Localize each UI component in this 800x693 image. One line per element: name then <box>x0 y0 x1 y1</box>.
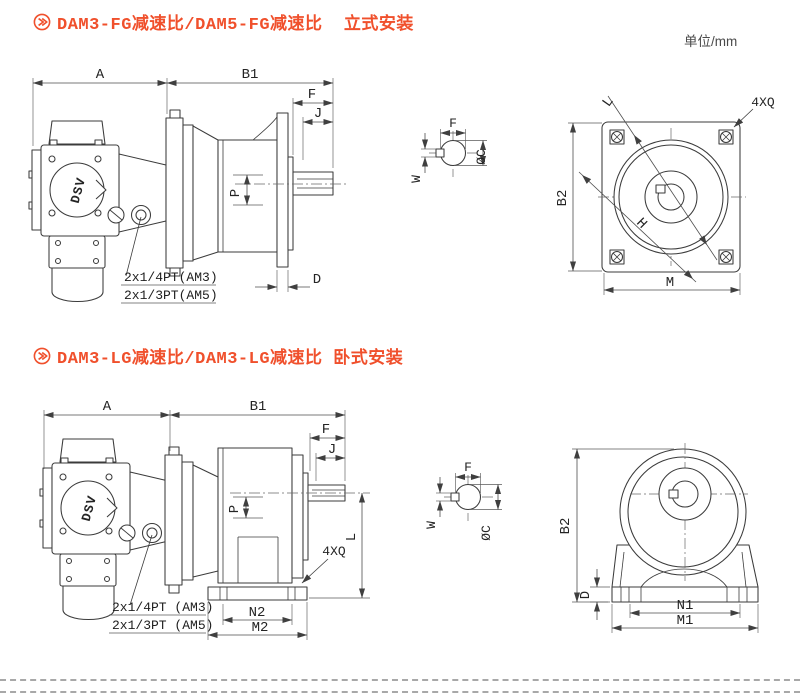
lg-dim-m2: M2 <box>252 620 269 636</box>
lg-dim-l: L <box>344 533 360 541</box>
lg-dim-b1: B1 <box>250 399 267 415</box>
lg-dim-w: W <box>424 521 439 529</box>
fg-dim-j: J <box>314 106 322 122</box>
fg-shaft-section: F ØC W <box>409 116 489 183</box>
lg-dim-f-shaft: F <box>464 460 472 475</box>
fg-port-note-1: 2x1/4PT(AM3) <box>124 270 218 285</box>
lg-port-note-2: 2x1/3PT (AM5) <box>112 618 213 633</box>
fg-flange-view: L H B2 M 4XQ <box>555 94 775 295</box>
fg-port-note-2: 2x1/3PT(AM5) <box>124 288 218 303</box>
fg-dim-f: F <box>308 87 316 103</box>
fg-side-view <box>28 109 347 303</box>
lg-dim-j: J <box>328 442 336 458</box>
fg-dim-m: M <box>666 275 674 291</box>
lg-dim-m1: M1 <box>677 613 694 629</box>
lg-dim-b2: B2 <box>558 518 574 535</box>
lg-dim-a: A <box>103 399 112 415</box>
fg-dim-a: A <box>96 67 105 83</box>
lg-dim-c: ØC <box>479 525 494 541</box>
fg-dim-b2: B2 <box>555 190 571 207</box>
lg-dim-f: F <box>322 422 330 438</box>
lg-dim-p: P <box>227 505 243 513</box>
lg-side-dimensions: A B1 F J P L 4XQ N2 M2 <box>43 399 370 640</box>
lg-dim-n2: N2 <box>249 605 266 621</box>
section1-title-row: DAM3-FG减速比/DAM5-FG减速比 立式安装 <box>33 9 414 35</box>
fg-dim-p: P <box>228 189 244 197</box>
bottom-divider-dashed <box>0 679 800 681</box>
fg-dim-c: ØC <box>474 149 489 165</box>
fg-dim-f-shaft: F <box>449 116 457 131</box>
lg-port-note-1: 2x1/4PT (AM3) <box>112 600 213 615</box>
section2-title: DAM3-LG减速比/DAM3-LG减速比 卧式安装 <box>57 350 404 369</box>
lg-shaft-section: F ØC W <box>424 460 502 541</box>
fg-drawing: A B1 F J P D 2x1/4PT(AM3) 2x1/3PT(AM5) <box>28 67 775 304</box>
fg-corner-holes <box>609 129 734 265</box>
lg-rear-view: B2 D N1 M1 <box>558 443 759 633</box>
page-edge-dashed <box>0 691 800 693</box>
fg-dim-d: D <box>313 272 321 288</box>
arrow-bullet-icon <box>33 347 51 365</box>
lg-dim-q: 4XQ <box>322 544 346 559</box>
lg-drawing: A B1 F J P L 4XQ N2 M2 <box>39 399 759 640</box>
fg-side-dimensions: A B1 F J P D 2x1/4PT(AM3) 2x1/3PT(AM5) <box>32 67 334 304</box>
fg-dim-w: W <box>409 175 424 183</box>
fg-dim-q: 4XQ <box>751 95 775 110</box>
arrow-bullet-icon <box>33 13 51 31</box>
section2-title-row: DAM3-LG减速比/DAM3-LG减速比 卧式安装 <box>33 343 403 369</box>
fg-dim-b1: B1 <box>242 67 259 83</box>
lg-dim-d: D <box>578 591 594 599</box>
lg-side-view <box>39 438 370 621</box>
lg-dim-n1: N1 <box>677 598 694 614</box>
units-label: 单位/mm <box>684 34 738 49</box>
section1-title: DAM3-FG减速比/DAM5-FG减速比 立式安装 <box>57 16 414 35</box>
